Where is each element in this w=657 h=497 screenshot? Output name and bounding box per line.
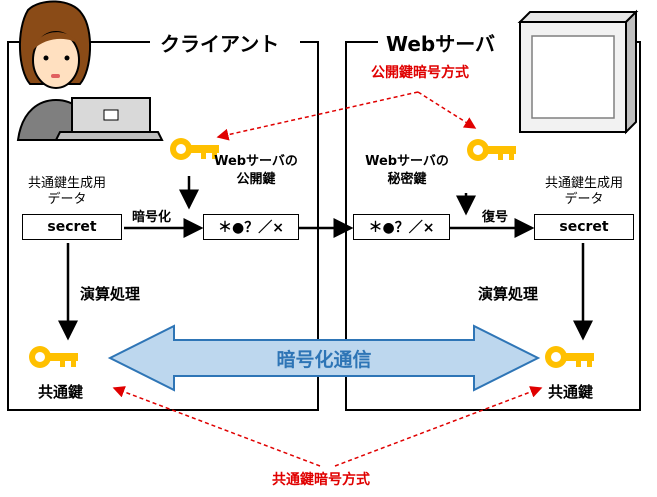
server-secret-box: secret xyxy=(534,214,634,240)
server-cipher-box: ＊●？／× xyxy=(353,214,450,240)
server-calc-label: 演算処理 xyxy=(478,285,539,303)
client-secret-box: secret xyxy=(22,214,122,240)
client-common-key-label: 共通鍵 xyxy=(38,383,84,401)
private-key-icon xyxy=(467,139,516,161)
common-key-crypto-label: 共通鍵暗号方式 xyxy=(272,472,370,488)
server-common-key-label: 共通鍵 xyxy=(548,383,594,401)
web-server-icon xyxy=(517,9,639,135)
server-gen-label: 共通鍵生成用 データ xyxy=(544,176,623,207)
client-common-key-icon xyxy=(29,346,78,368)
server-common-key-icon xyxy=(545,346,594,368)
decrypt-label: 復号 xyxy=(482,210,509,225)
encrypted-comm-label: 暗号化通信 xyxy=(276,349,372,371)
public-key-crypto-label: 公開鍵暗号方式 xyxy=(371,65,469,81)
private-key-label: Webサーバの 秘密鍵 xyxy=(365,154,449,187)
server-secret-text: secret xyxy=(559,219,609,235)
client-cipher-box: ＊●？／× xyxy=(203,214,299,240)
client-gen-label: 共通鍵生成用 データ xyxy=(27,176,106,207)
server-panel xyxy=(345,41,641,411)
client-secret-text: secret xyxy=(47,219,97,235)
server-cipher-text: ＊●？／× xyxy=(368,220,435,236)
client-calc-label: 演算処理 xyxy=(80,285,141,303)
client-person-icon xyxy=(16,0,164,141)
encrypted-comm-arrow xyxy=(107,324,541,392)
client-title: クライアント xyxy=(154,28,286,57)
client-cipher-text: ＊●？／× xyxy=(218,220,284,236)
server-title: Webサーバ xyxy=(380,28,502,57)
public-key-label: Webサーバの 公開鍵 xyxy=(214,154,298,187)
encrypt-label: 暗号化 xyxy=(132,210,172,225)
